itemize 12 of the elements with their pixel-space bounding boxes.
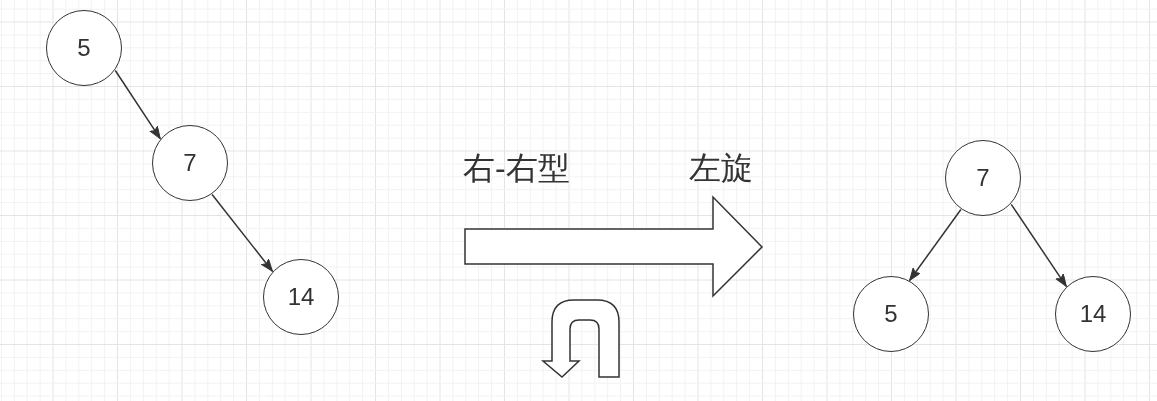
arrow — [908, 208, 962, 282]
node-circle: 5 — [853, 276, 929, 352]
node-circle: 7 — [152, 125, 228, 201]
arrow — [114, 69, 161, 140]
node-circle: 14 — [263, 259, 339, 335]
node-circle: 14 — [1055, 276, 1131, 352]
label-text: 右-右型 — [463, 152, 570, 184]
arrow — [211, 193, 274, 272]
label-text: 左旋 — [689, 152, 753, 184]
arrow — [1010, 203, 1068, 288]
node-circle: 5 — [46, 10, 122, 86]
node-circle: 7 — [945, 140, 1021, 216]
